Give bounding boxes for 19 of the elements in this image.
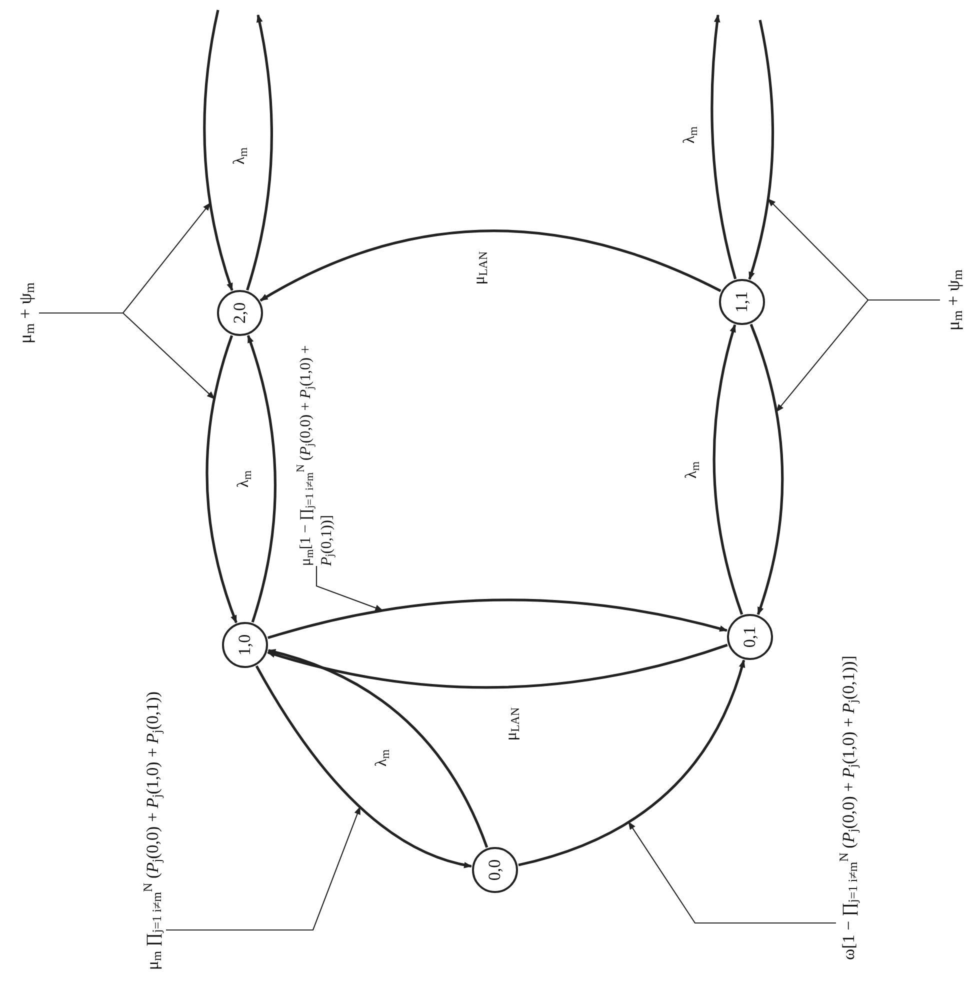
transition-arrow: [255, 665, 472, 868]
transition-arrow: [748, 20, 774, 280]
transition-arrow: [246, 14, 273, 290]
transition-arrow: [206, 335, 238, 624]
transition-arrow: [246, 334, 276, 623]
transition-arrow: [710, 14, 737, 280]
transition-arrow: [268, 649, 488, 848]
transition-arrow: [267, 644, 728, 689]
leader-line: [776, 299, 940, 412]
transition-arrow: [750, 324, 784, 616]
transition-arrow: [268, 598, 728, 640]
leader-line: [166, 806, 360, 931]
leader-line: [39, 312, 215, 400]
transition-arrow: [712, 324, 744, 615]
leader-line: [628, 821, 836, 924]
transition-arrow: [203, 10, 234, 292]
leader-line: [316, 566, 384, 611]
transition-arrow: [518, 659, 746, 866]
transition-arrow: [260, 230, 722, 302]
